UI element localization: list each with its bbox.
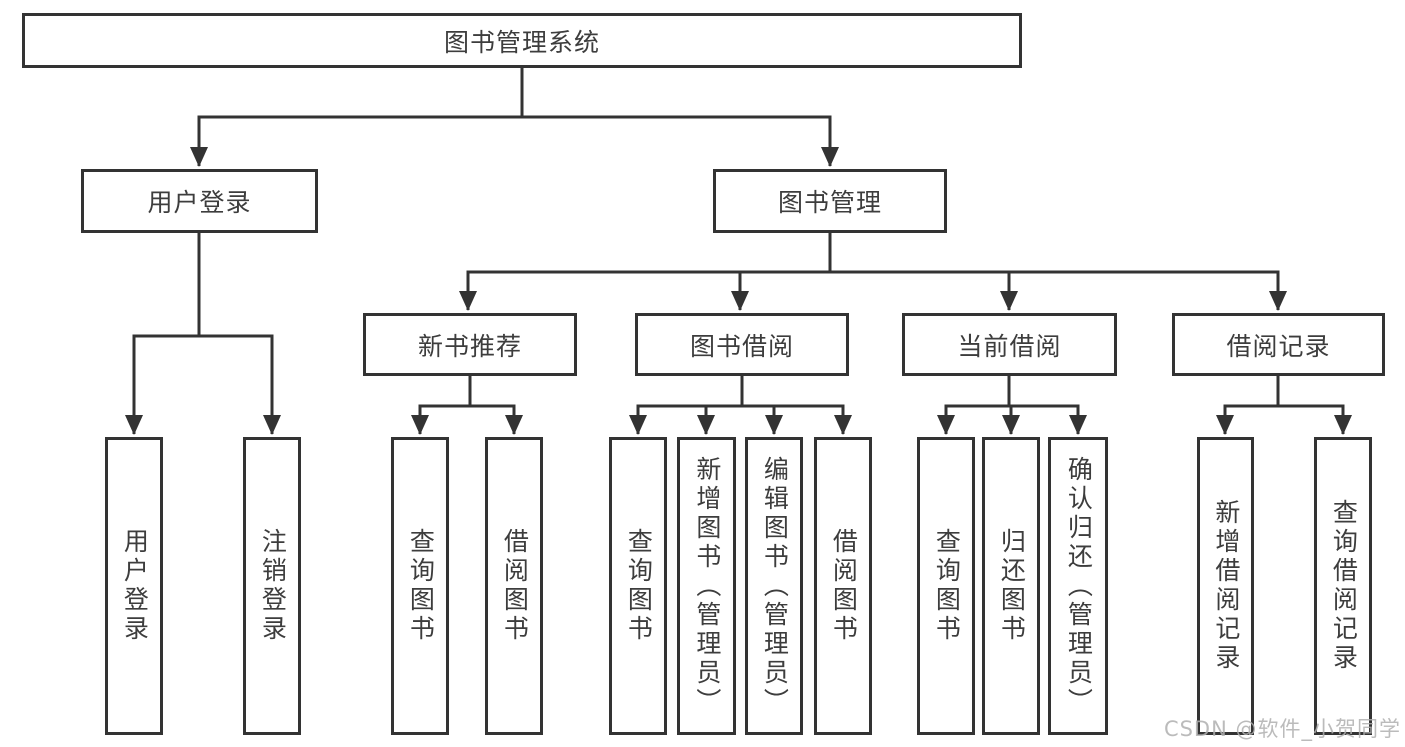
connector-edge: [731, 270, 830, 311]
connector-edge: [459, 270, 830, 311]
connector-edge: [470, 404, 523, 435]
node-leaf-query-books-2: 查询图书: [609, 437, 667, 735]
node-book-borrowing: 图书借阅: [635, 313, 849, 376]
connector-edge: [411, 404, 470, 435]
node-leaf-return-books: 归还图书: [982, 437, 1040, 735]
node-leaf-query-books-1: 查询图书: [391, 437, 449, 735]
connector-edge: [697, 404, 742, 435]
connector-edge: [1278, 404, 1352, 435]
connector-edge: [742, 404, 783, 435]
connector-edge: [742, 404, 852, 435]
connector-edge: [629, 404, 742, 435]
watermark: CSDN @软件_小贺同学: [1163, 717, 1401, 741]
connector-edge: [1216, 404, 1278, 435]
node-user-login: 用户登录: [81, 169, 318, 233]
connector-edge: [1002, 404, 1020, 435]
connector-edge: [522, 115, 839, 167]
node-leaf-query-books-3: 查询图书: [917, 437, 975, 735]
connector-edge: [937, 404, 1009, 435]
node-leaf-add-books: 新增图书（管理员）: [677, 437, 736, 735]
node-new-book-recommend: 新书推荐: [363, 313, 577, 376]
connector-edge: [190, 115, 522, 167]
node-leaf-logout: 注销登录: [243, 437, 301, 735]
connector-edge: [1009, 404, 1087, 435]
node-leaf-borrow-books-2: 借阅图书: [814, 437, 872, 735]
connector-edge: [125, 334, 199, 435]
node-leaf-query-borrow-record: 查询借阅记录: [1314, 437, 1372, 735]
node-current-borrowing: 当前借阅: [902, 313, 1117, 376]
node-leaf-edit-books: 编辑图书（管理员）: [745, 437, 803, 735]
connector-edge: [830, 270, 1018, 311]
node-leaf-user-login: 用户登录: [105, 437, 163, 735]
node-root: 图书管理系统: [22, 13, 1022, 68]
node-leaf-borrow-books-1: 借阅图书: [485, 437, 543, 735]
node-book-management: 图书管理: [713, 169, 947, 233]
node-borrowing-records: 借阅记录: [1172, 313, 1385, 376]
node-leaf-confirm-return: 确认归还（管理员）: [1048, 437, 1108, 735]
connector-edge: [830, 270, 1287, 311]
connector-edge: [199, 334, 281, 435]
node-leaf-add-borrow-record: 新增借阅记录: [1197, 437, 1254, 735]
